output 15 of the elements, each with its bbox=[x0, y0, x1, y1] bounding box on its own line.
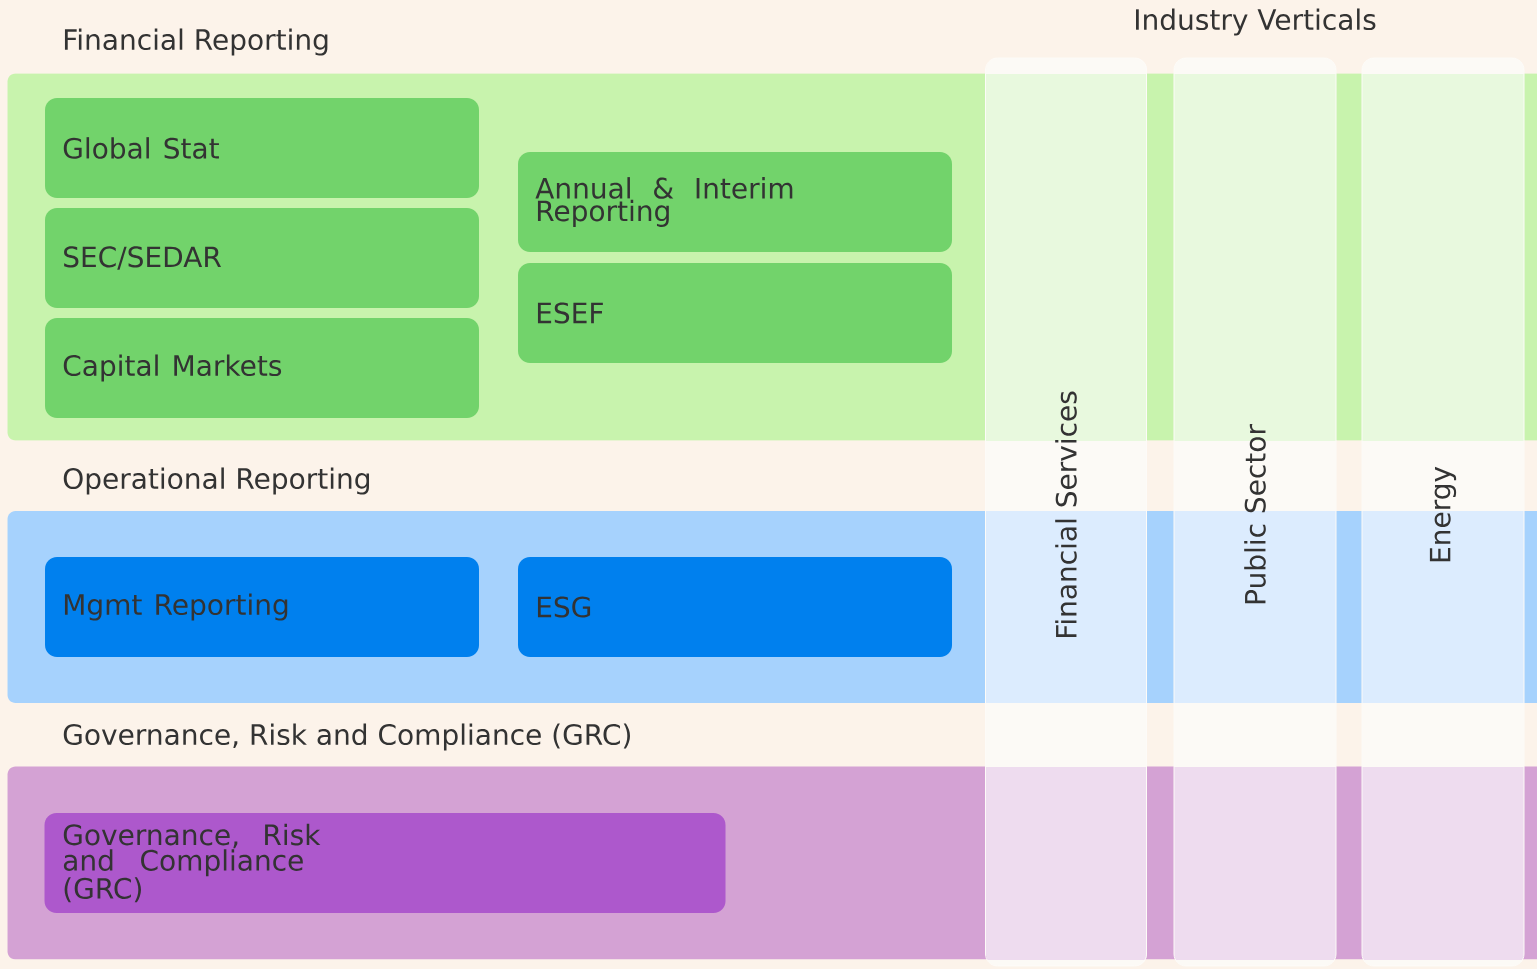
report-box: Mgmt Reporting bbox=[45, 557, 479, 657]
report-box: Annual & Interim Reporting bbox=[518, 152, 952, 252]
band-heading: Operational Reporting bbox=[63, 467, 369, 495]
title: Industry Verticals bbox=[1136, 8, 1376, 36]
report-box: Global Stat bbox=[45, 98, 479, 198]
vertical-column: Financial Services bbox=[985, 57, 1147, 967]
report-box: SEC/SEDAR bbox=[45, 208, 479, 308]
report-box: Capital Markets bbox=[45, 318, 479, 418]
band-heading: Governance, Risk and Compliance (GRC) bbox=[63, 723, 630, 751]
report-box: ESEF bbox=[518, 263, 952, 363]
vertical-column: Energy bbox=[1361, 57, 1525, 967]
vertical-column: Public Sector bbox=[1173, 57, 1337, 967]
band-heading: Financial Reporting bbox=[64, 28, 328, 56]
report-box: Governance, Risk and Compliance (GRC) bbox=[44, 813, 726, 913]
report-box: ESG bbox=[518, 557, 952, 657]
